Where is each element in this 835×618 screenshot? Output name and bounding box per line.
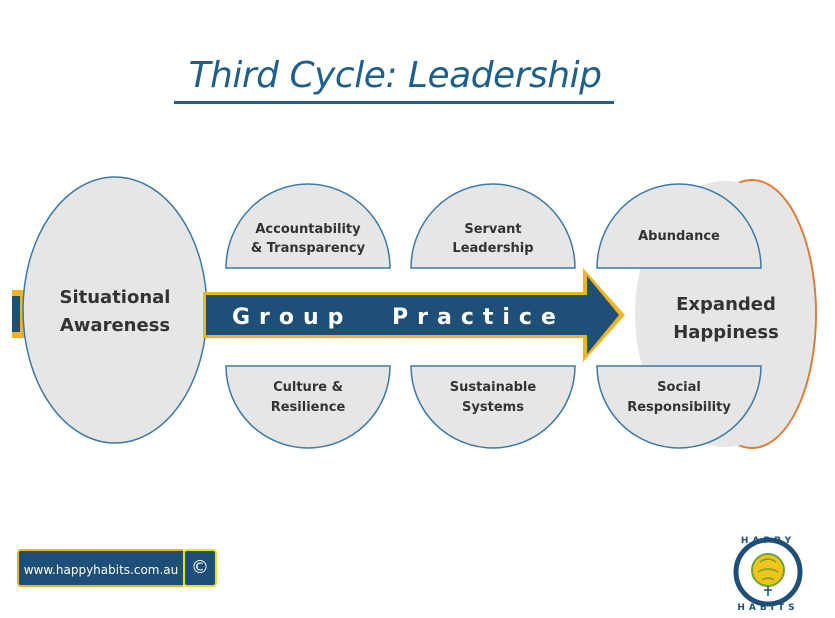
start-node-label-line1: Situational <box>60 287 171 308</box>
top-node-servant <box>410 183 576 269</box>
bottom-node-culture <box>225 365 391 449</box>
bottom-node-social <box>596 365 762 449</box>
bottom-node-sustainable-line1: Sustainable <box>450 380 537 395</box>
top-node-abundance <box>596 183 762 269</box>
copyright-badge: © <box>183 549 217 587</box>
top-node-accountability-line1: Accountability <box>255 222 361 237</box>
top-node-accountability <box>225 183 391 269</box>
start-node <box>22 176 208 444</box>
bottom-node-sustainable <box>410 365 576 449</box>
logo-bottom-text: HABITS <box>737 603 798 613</box>
title-underline <box>174 101 614 104</box>
brain-icon-folds <box>757 558 779 581</box>
end-node-label-line1: Expanded <box>676 294 776 315</box>
arrow-tail-tab-inner <box>12 296 20 332</box>
bottom-node-culture-line1: Culture & <box>273 380 343 395</box>
bottom-node-culture-line2: Resilience <box>271 400 346 415</box>
logo-top-text: HAPPY <box>741 536 795 546</box>
top-node-accountability-line2: & Transparency <box>251 241 366 256</box>
arrow-word-group: Group <box>232 305 352 330</box>
brain-stem-icon <box>764 586 772 596</box>
bottom-node-sustainable-line2: Systems <box>462 400 524 415</box>
bottom-node-social-line2: Responsibility <box>627 400 731 415</box>
top-node-abundance-line1: Abundance <box>638 229 720 244</box>
main-arrow <box>206 276 619 354</box>
logo-ring <box>733 537 803 607</box>
end-node-label-line2: Happiness <box>673 322 779 343</box>
top-node-servant-line1: Servant <box>464 222 521 237</box>
happy-habits-logo: HAPPY HABITS <box>733 536 803 613</box>
top-node-servant-line2: Leadership <box>452 241 533 256</box>
start-node-label-line2: Awareness <box>60 315 170 336</box>
arrow-word-practice: Practice <box>392 305 565 330</box>
website-link[interactable]: www.happyhabits.com.au <box>17 549 183 587</box>
bottom-node-social-line1: Social <box>657 380 701 395</box>
page-title: Third Cycle: Leadership <box>188 55 602 96</box>
